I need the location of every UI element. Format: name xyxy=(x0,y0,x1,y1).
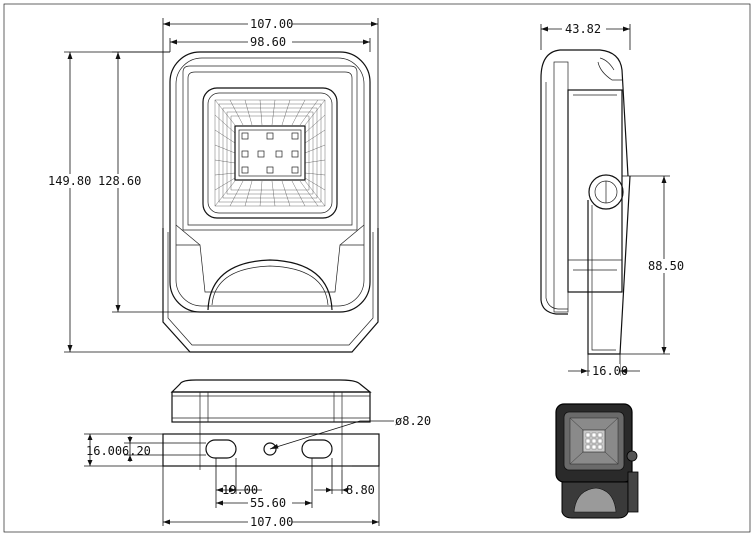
dim-label-front-height: 149.80 xyxy=(48,174,91,188)
led-chips xyxy=(241,132,299,174)
dim-bottom-slot-length: 19.00 xyxy=(215,458,262,497)
isometric-view xyxy=(555,403,639,519)
dim-bottom-edge-offset: 8.80 xyxy=(314,458,375,497)
bottom-bracket xyxy=(162,433,380,467)
dim-label-bottom-bracket-height: 16.00 xyxy=(86,444,122,458)
dim-label-slot-height: 6.20 xyxy=(122,444,151,458)
side-heatsink xyxy=(567,89,623,293)
dim-bottom-bracket-height: 16.00 xyxy=(84,433,163,467)
sheet-border xyxy=(3,3,751,533)
dim-front-inner-width: 98.60 xyxy=(169,35,371,52)
dim-bottom-width: 107.00 xyxy=(162,466,380,529)
front-view: 107.00 98.60 149.80 128.60 xyxy=(46,17,379,353)
dim-front-inner-height: 128.60 xyxy=(96,51,208,313)
dim-label-front-width: 107.00 xyxy=(250,17,293,31)
side-knob xyxy=(588,174,624,210)
side-view: 43.82 88.50 16.00 xyxy=(540,22,690,378)
dim-label-side-bracket-width: 16.00 xyxy=(592,364,628,378)
side-housing xyxy=(540,49,629,177)
lens-frame xyxy=(202,87,338,219)
dim-bottom-slot-height: 6.20 xyxy=(122,436,206,462)
reflector-grid xyxy=(214,99,326,207)
dim-label-side-bracket-height: 88.50 xyxy=(648,259,684,273)
dim-label-slot-spacing: 55.60 xyxy=(250,496,286,510)
bottom-view: ø8.20 16.00 6.20 19.00 55.60 xyxy=(84,379,431,529)
mounting-slot-left xyxy=(205,439,237,459)
bottom-top-rim xyxy=(170,379,372,393)
dim-label-hole-diameter: ø8.20 xyxy=(395,414,431,428)
dim-bottom-hole: ø8.20 xyxy=(269,414,431,450)
dim-bottom-slot-spacing: 55.60 xyxy=(215,458,313,510)
dim-label-front-inner-width: 98.60 xyxy=(250,35,286,49)
side-bracket xyxy=(587,175,631,355)
dim-label-slot-length: 19.00 xyxy=(222,483,258,497)
frame-outer xyxy=(169,51,371,313)
dim-label-front-inner-height: 128.60 xyxy=(98,174,141,188)
dim-label-edge-offset: 8.80 xyxy=(346,483,375,497)
led-board xyxy=(234,125,306,181)
dim-label-bottom-width: 107.00 xyxy=(250,515,293,529)
housing-outline xyxy=(162,228,379,353)
mounting-slot-right xyxy=(301,439,333,459)
dim-side-bracket-height: 88.50 xyxy=(620,175,690,355)
dim-side-depth: 43.82 xyxy=(540,22,631,50)
mounting-hole xyxy=(263,442,277,456)
dim-front-width: 107.00 xyxy=(162,17,379,228)
dim-side-bracket-width: 16.00 xyxy=(568,354,640,378)
dim-label-side-depth: 43.82 xyxy=(565,22,601,36)
